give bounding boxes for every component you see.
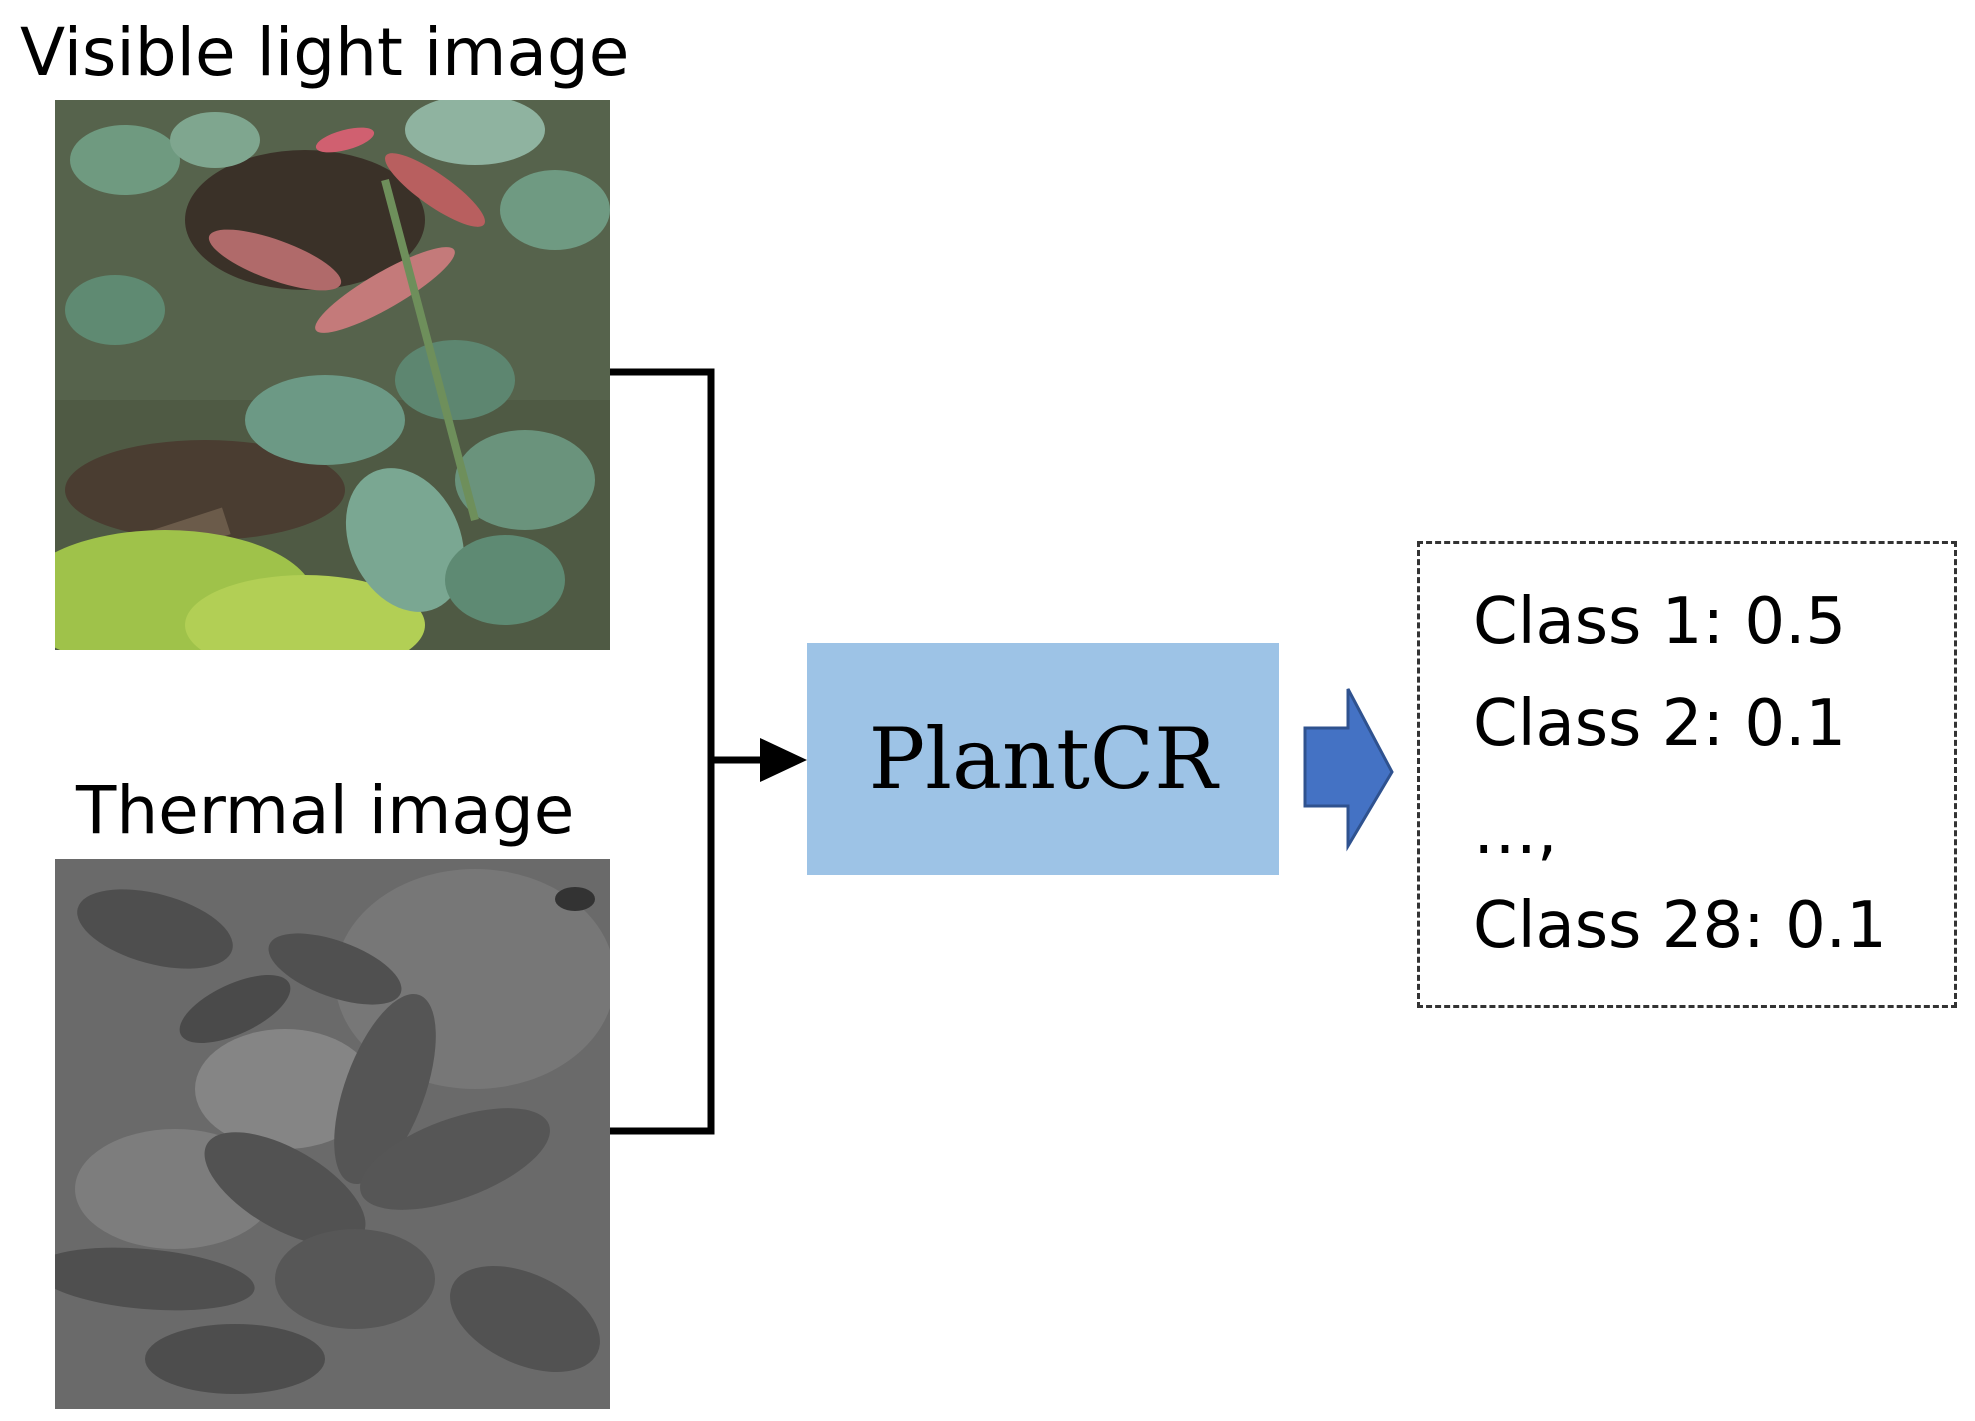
visible-light-photo — [55, 100, 610, 650]
visible-input-line — [610, 368, 715, 1135]
thermal-image-label: Thermal image — [76, 772, 575, 849]
thermal-photo — [55, 859, 610, 1409]
visible-image-label: Visible light image — [20, 14, 630, 91]
model-name: PlantCR — [868, 710, 1218, 808]
output-line-class-1: Class 1: 0.5 — [1473, 585, 1847, 659]
output-line-class-28: Class 28: 0.1 — [1473, 889, 1887, 963]
merge-arrow-head — [760, 738, 807, 782]
output-line-ellipsis: …, — [1473, 795, 1558, 869]
output-box — [1417, 541, 1957, 1008]
output-line-class-2: Class 2: 0.1 — [1473, 687, 1847, 761]
output-arrow-icon — [1303, 688, 1394, 852]
model-box: PlantCR — [807, 643, 1279, 875]
